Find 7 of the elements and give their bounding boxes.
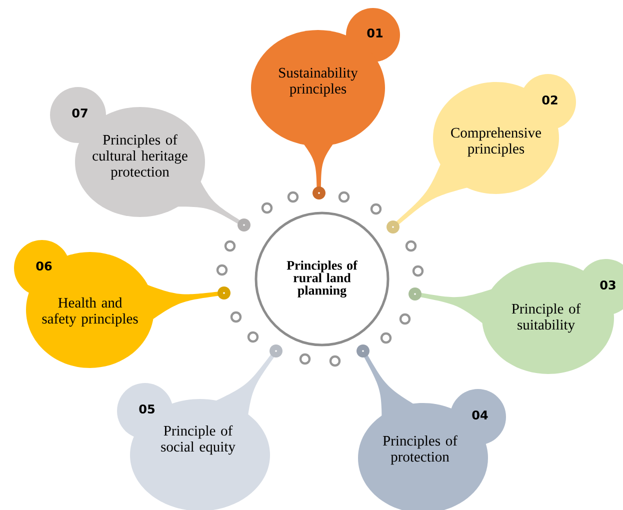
speech-bubble: 04 Principles of protection xyxy=(356,344,506,510)
speech-bubble: 03 Principle of suitability xyxy=(408,259,623,374)
speech-bubble: 05 Principle of social equity xyxy=(117,344,282,510)
speech-bubble: 06 Health and safety principles xyxy=(14,240,230,368)
speech-bubble: 07 Principles of cultural heritage protection xyxy=(50,87,250,232)
speech-bubble: 02 Comprehensive principles xyxy=(386,74,576,234)
speech-bubble: 01 Sustainability principles xyxy=(251,8,400,200)
